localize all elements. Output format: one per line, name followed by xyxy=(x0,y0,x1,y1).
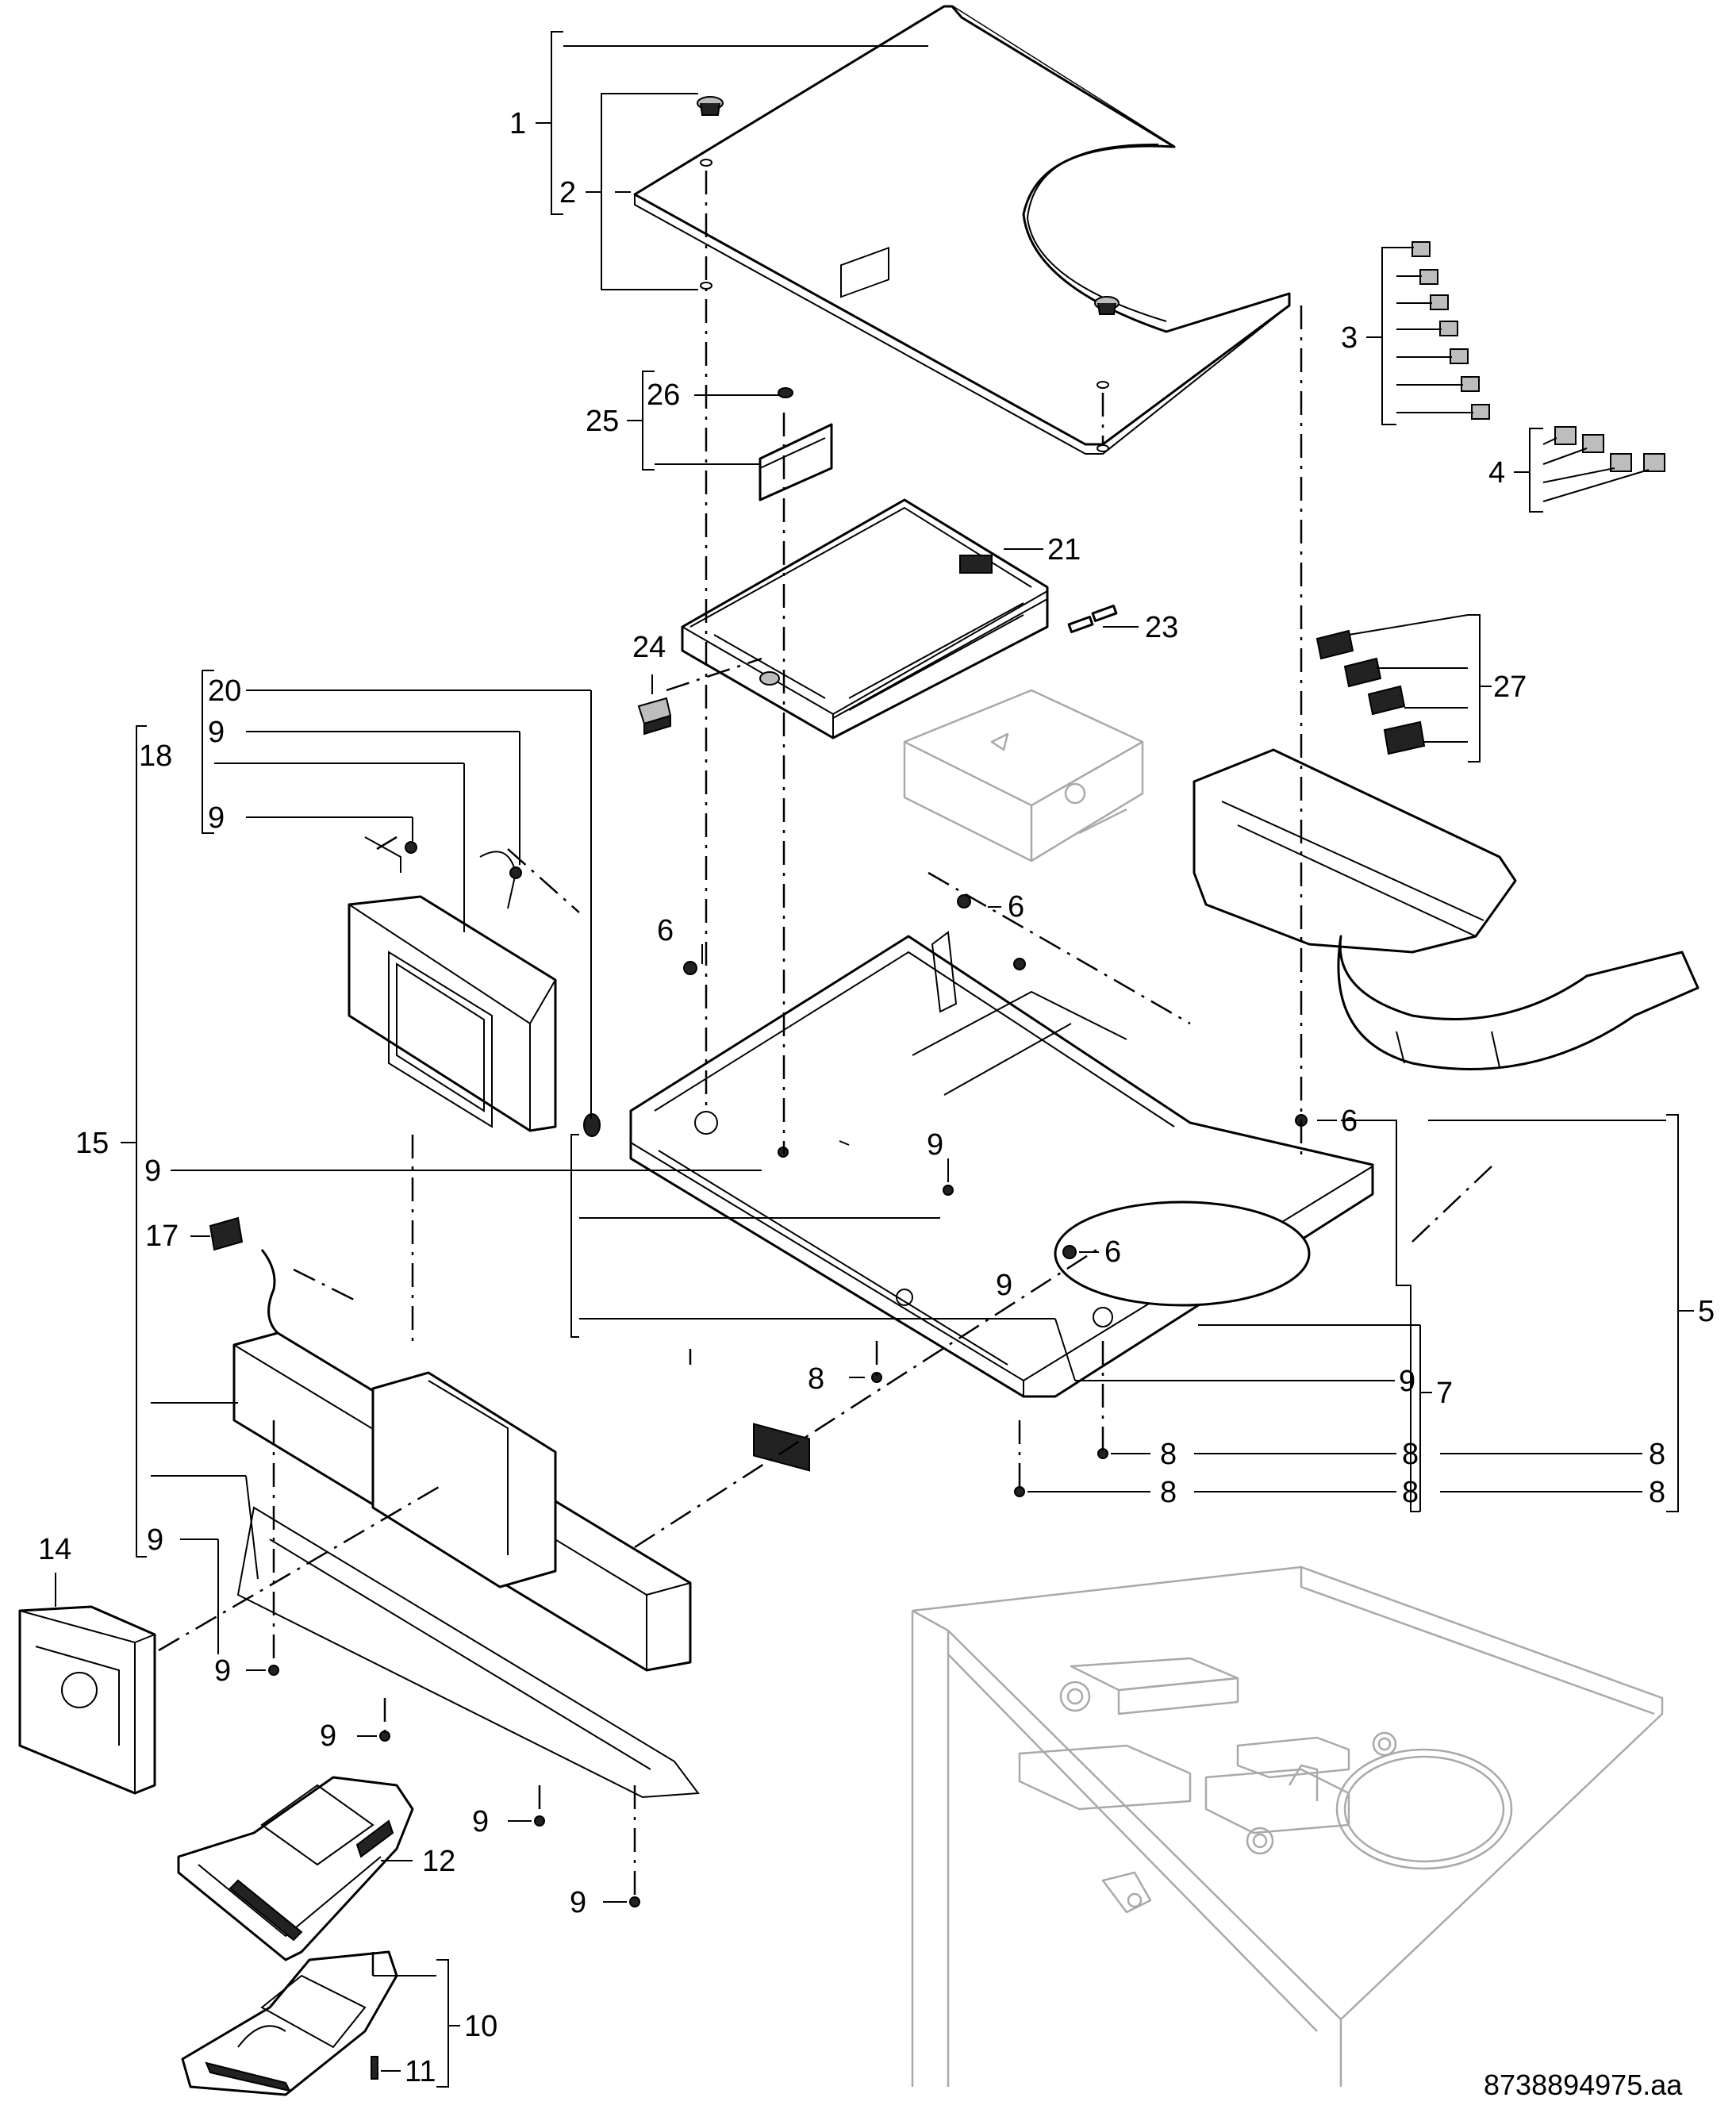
label-9: 9 xyxy=(144,1154,161,1188)
label-9: 9 xyxy=(996,1269,1012,1302)
ghost-control-cover xyxy=(903,689,1144,862)
control-unit-21 xyxy=(681,246,1049,739)
screws xyxy=(268,841,1308,2080)
label-9: 9 xyxy=(208,801,225,835)
label-8: 8 xyxy=(1160,1476,1177,1509)
label-8: 8 xyxy=(808,1362,824,1396)
top-cover-plate xyxy=(633,5,1291,455)
label-23: 23 xyxy=(1145,611,1178,644)
leader-lines xyxy=(55,31,1694,2088)
label-6: 6 xyxy=(1008,890,1024,924)
label-3: 3 xyxy=(1341,321,1358,355)
label-8: 8 xyxy=(1649,1438,1665,1471)
label-21: 21 xyxy=(1047,533,1081,567)
label-1: 1 xyxy=(509,107,526,140)
label-6: 6 xyxy=(657,914,674,947)
part-labels: 1 2 3 4 25 26 21 23 24 27 20 18 9 9 6 6 … xyxy=(38,107,1715,2101)
connector-set-3 xyxy=(1411,241,1490,420)
fuse-23 xyxy=(1067,605,1118,633)
label-8: 8 xyxy=(1402,1476,1419,1509)
label-8: 8 xyxy=(1649,1476,1665,1509)
label-12: 12 xyxy=(422,1845,455,1878)
center-lines xyxy=(158,171,1492,1984)
front-panel-15 xyxy=(232,1331,700,1799)
label-5: 5 xyxy=(1698,1295,1715,1328)
label-2: 2 xyxy=(559,176,576,209)
label-24: 24 xyxy=(632,631,666,664)
label-9: 9 xyxy=(214,1654,231,1688)
label-9: 9 xyxy=(570,1886,586,1919)
label-9: 9 xyxy=(927,1128,943,1162)
label-17: 17 xyxy=(145,1220,179,1253)
label-27: 27 xyxy=(1493,670,1527,704)
connector-24 xyxy=(637,697,672,736)
label-9: 9 xyxy=(320,1719,336,1753)
connector-17 xyxy=(209,1216,279,1335)
connector-set-4 xyxy=(1554,426,1665,472)
label-25: 25 xyxy=(586,405,619,438)
boiler-body-ghost xyxy=(911,1565,1664,2087)
bracket-25 xyxy=(759,387,833,501)
cable-duct-5 xyxy=(1193,748,1700,1070)
base-tray-7 xyxy=(629,931,1374,1472)
connector-set-27 xyxy=(1315,629,1426,755)
label-8: 8 xyxy=(1160,1438,1177,1471)
label-10: 10 xyxy=(464,2010,497,2043)
cover-unit-12 xyxy=(177,1776,414,1961)
label-26: 26 xyxy=(647,378,680,412)
cover-unit-10 xyxy=(181,1950,398,2096)
label-9: 9 xyxy=(472,1805,489,1838)
label-7: 7 xyxy=(1436,1377,1453,1410)
label-8: 8 xyxy=(1402,1438,1419,1471)
housing-18 xyxy=(348,836,601,1137)
label-6: 6 xyxy=(1104,1235,1121,1269)
label-6: 6 xyxy=(1341,1104,1358,1138)
label-15: 15 xyxy=(75,1127,109,1160)
drawing-number: 8738894975.aa xyxy=(1484,2069,1683,2101)
label-4: 4 xyxy=(1488,456,1505,490)
label-9: 9 xyxy=(208,716,225,749)
label-11: 11 xyxy=(405,2055,436,2088)
label-14: 14 xyxy=(38,1533,71,1566)
label-9: 9 xyxy=(147,1523,163,1557)
display-module-14 xyxy=(18,1605,156,1795)
label-20: 20 xyxy=(208,674,241,708)
label-18: 18 xyxy=(139,739,172,773)
label-9: 9 xyxy=(1399,1365,1415,1398)
